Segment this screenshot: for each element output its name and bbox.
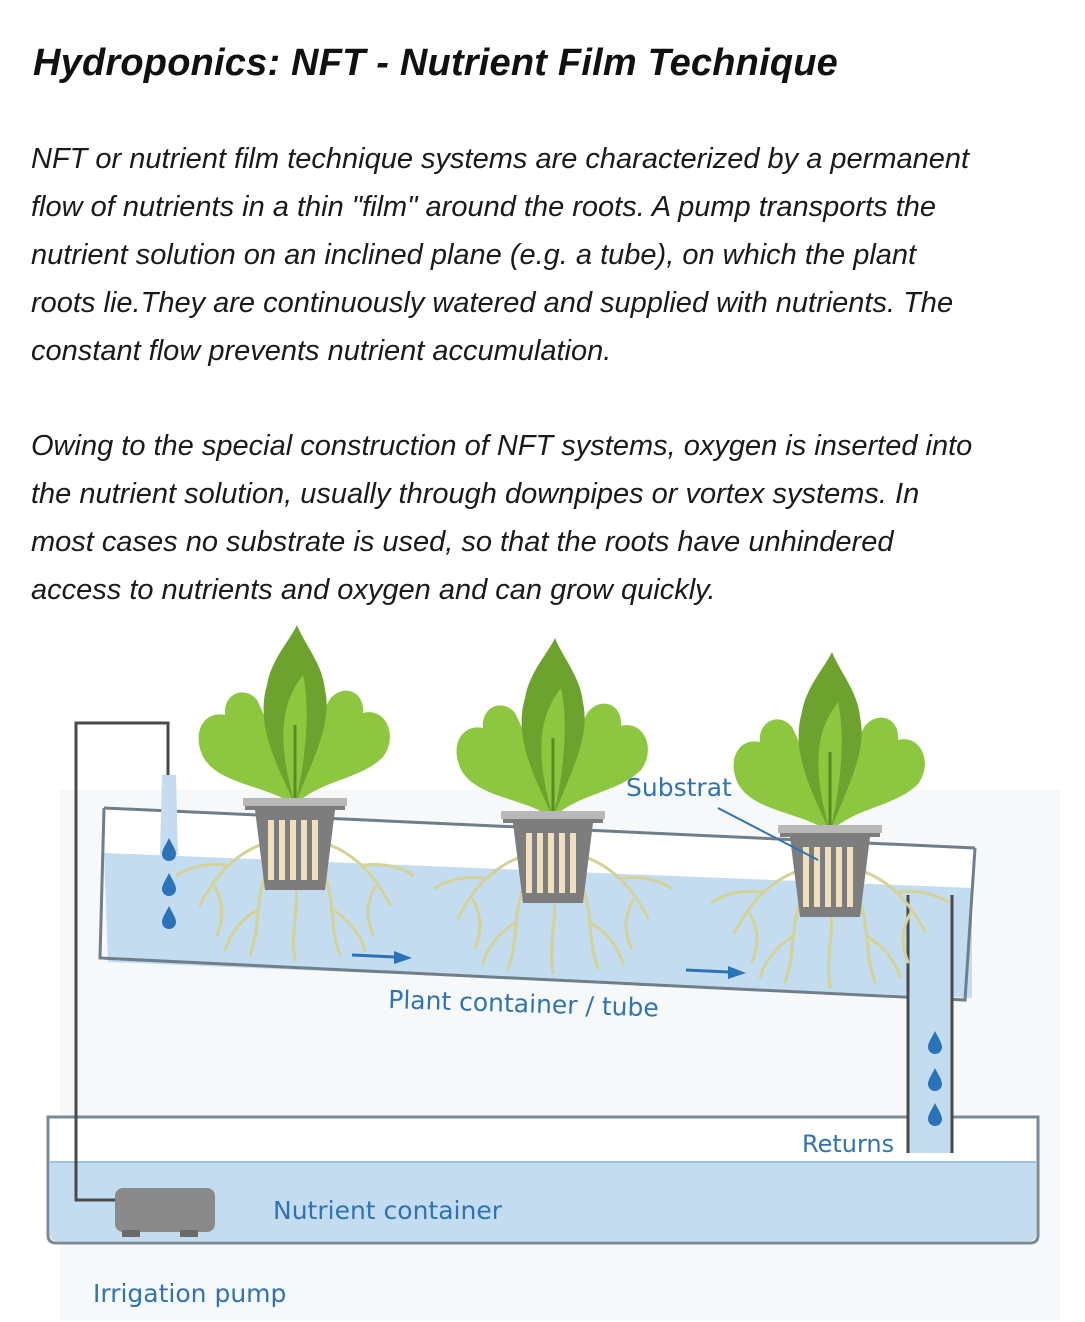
- substrat-pointer: [717, 807, 819, 861]
- flow-arrow-icon: [351, 953, 396, 959]
- nutrient-container: [46, 1115, 1040, 1245]
- paragraph-line: NFT or nutrient film technique systems a…: [31, 143, 970, 175]
- paragraph-line: flow of nutrients in a thin "film" aroun…: [31, 191, 937, 223]
- label-nutrient-container: Nutrient container: [273, 1196, 503, 1225]
- label-returns: Returns: [802, 1130, 894, 1158]
- paragraph-line: constant flow prevents nutrient accumula…: [31, 335, 612, 367]
- paragraph-oxygen: Owing to the special construction of NFT…: [31, 422, 1081, 614]
- label-substrat: Substrat: [626, 773, 732, 802]
- nft-diagram: Substrat Plant container / tube Returns …: [46, 623, 1060, 1320]
- paragraph-line: the nutrient solution, usually through d…: [31, 478, 920, 510]
- inlet-stream: [160, 775, 178, 855]
- paragraph-intro: NFT or nutrient film technique systems a…: [31, 135, 1081, 375]
- flow-arrows: [351, 951, 746, 979]
- flow-arrow-icon: [394, 951, 412, 964]
- paragraph-line: access to nutrients and oxygen and can g…: [31, 574, 716, 606]
- paragraph-line: Owing to the special construction of NFT…: [31, 430, 973, 462]
- page-title: Hydroponics: NFT - Nutrient Film Techniq…: [33, 42, 838, 84]
- paragraph-line: most cases no substrate is used, so that…: [31, 526, 894, 558]
- return-pipe: [906, 895, 954, 1153]
- supply-pipe: [74, 721, 170, 1202]
- paragraph-line: roots lie.They are continuously watered …: [31, 287, 954, 319]
- flow-arrow-icon: [728, 966, 746, 979]
- irrigation-pump: [115, 1188, 215, 1237]
- flow-arrow-icon: [685, 968, 729, 974]
- paragraph-line: nutrient solution on an inclined plane (…: [31, 239, 917, 271]
- label-irrigation-pump: Irrigation pump: [93, 1279, 286, 1308]
